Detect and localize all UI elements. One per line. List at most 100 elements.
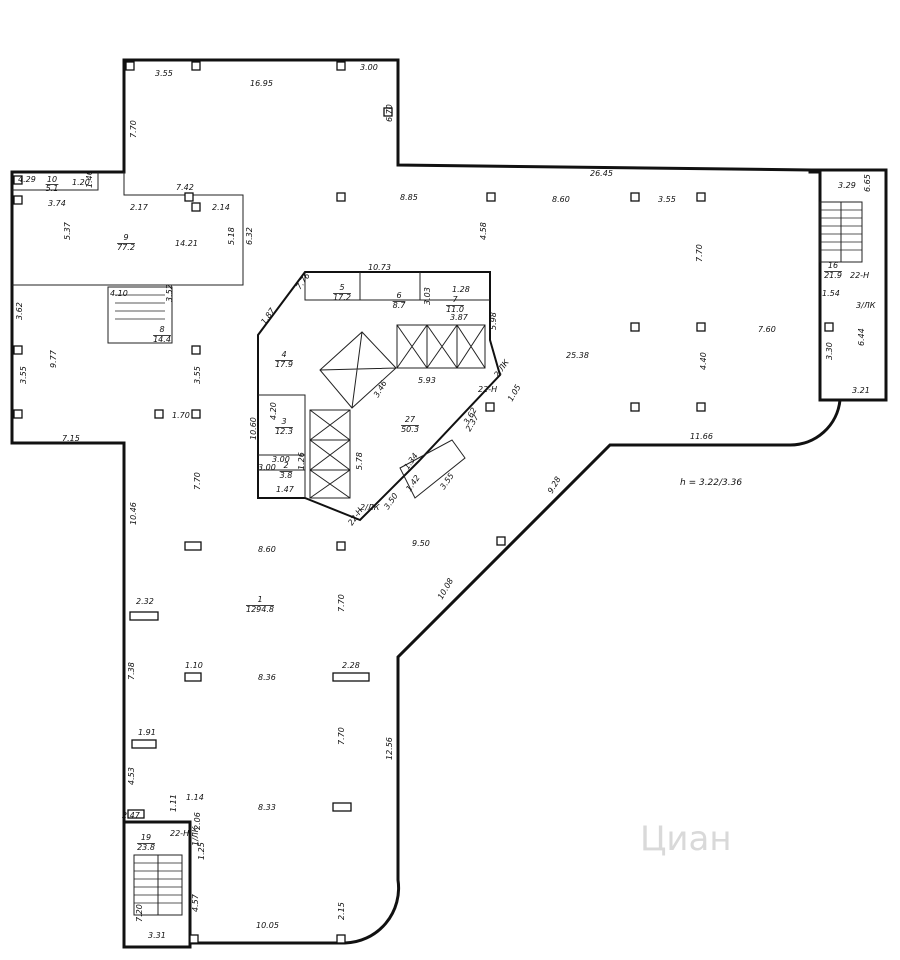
dimension-label: 10.73 <box>368 263 391 272</box>
column-grid <box>13 61 834 944</box>
dimension-label: 7.15 <box>62 434 80 443</box>
dimension-label: 3.03 <box>423 287 432 305</box>
dimension-label: 7.60 <box>758 325 776 334</box>
dimension-label: 9.50 <box>412 539 430 548</box>
room-1-area: 1294.8 <box>246 605 274 614</box>
room-27-number: 27 <box>405 415 416 424</box>
dimension-label: 7.70 <box>129 120 138 138</box>
dimension-label: 3.55 <box>19 366 28 384</box>
room-5-area: 17.2 <box>333 293 351 302</box>
dimension-label: 1.34 <box>402 451 420 471</box>
dimension-label: 1.46 <box>85 170 94 188</box>
dimension-label: 8.60 <box>552 195 570 204</box>
dimension-label: 1.28 <box>452 285 470 294</box>
lift-shafts <box>309 324 486 499</box>
dimension-label: 3.74 <box>48 199 66 208</box>
dimension-label: 1.70 <box>172 411 190 420</box>
dimension-label: 3.55 <box>658 195 676 204</box>
room-2-area: 3.8 <box>280 471 293 480</box>
dimension-label: 3.00 <box>258 463 276 472</box>
room-4-number: 4 <box>281 350 286 359</box>
dimension-label: 5.98 <box>489 312 498 330</box>
dimension-label: 4.53 <box>127 767 136 785</box>
room-3-area: 12.3 <box>275 427 293 436</box>
dimension-label: 7.70 <box>193 472 202 490</box>
dimension-label: 2.28 <box>342 661 360 670</box>
bottom-stair-wall <box>122 822 192 949</box>
dimension-label: 4.20 <box>269 402 278 420</box>
dimension-label: 7.76 <box>294 271 312 291</box>
dimension-label: 1.26 <box>297 452 306 470</box>
room-19-number: 19 <box>141 833 151 842</box>
room-4-area: 17.9 <box>275 360 293 369</box>
dimension-label: 7.42 <box>176 183 194 192</box>
dimension-label: 8.36 <box>258 673 276 682</box>
dimension-label: 7.38 <box>127 662 136 680</box>
dimension-label: 4.29 <box>18 175 36 184</box>
dimension-label: 2.32 <box>136 597 154 606</box>
dimension-label: 14.21 <box>175 239 198 248</box>
dimension-label: 4.58 <box>479 222 488 240</box>
dimension-label: 7.70 <box>695 244 704 262</box>
dimension-label: 16.95 <box>250 79 273 88</box>
room-1-number: 1 <box>257 595 262 604</box>
dimension-label: 9.77 <box>49 349 58 368</box>
room-5-number: 5 <box>339 283 344 292</box>
dimension-label: 4.10 <box>110 289 128 298</box>
room-7-number: 7 <box>452 295 458 304</box>
right-stair-icon <box>819 201 863 263</box>
dimension-label: 3.62 <box>15 302 24 320</box>
room-8-area: 14.4 <box>153 335 171 344</box>
dimension-label: 3.55 <box>155 69 173 78</box>
dimension-label: 7.70 <box>337 727 346 745</box>
dimension-label: 26.45 <box>590 169 613 178</box>
dimension-label: 3.55 <box>193 366 202 384</box>
core-block <box>257 271 502 522</box>
dimension-label: 1.42 <box>404 473 422 493</box>
room-19-area: 23.8 <box>137 843 155 852</box>
room-27-area: 50.3 <box>401 425 419 434</box>
dimension-label: 2.15 <box>337 902 346 920</box>
dimension-label: 1.14 <box>186 793 204 802</box>
dimension-label: 3.00 <box>360 63 378 72</box>
room-labels: 1 1294.8 2 3.8 3 12.3 4 17.9 5 17.2 6 8.… <box>46 175 842 852</box>
dimension-label: 3.00 <box>272 455 290 464</box>
dimension-label: 5.78 <box>355 452 364 470</box>
dimension-label: 1.05 <box>506 383 523 403</box>
dimension-label: 2.14 <box>212 203 230 212</box>
dimension-label: 7.70 <box>337 594 346 612</box>
watermark-text: Циан <box>640 819 732 859</box>
door-tag-label: 22-Н <box>478 385 497 394</box>
dimension-label: 7.20 <box>135 904 144 922</box>
dimension-label: 1.20 <box>72 178 90 187</box>
dimension-label: 12.56 <box>385 737 394 760</box>
dimension-label: 5.18 <box>227 227 236 245</box>
room-6-area: 8.7 <box>393 301 407 310</box>
room-9-area: 77.2 <box>117 243 135 252</box>
dimension-label: 1.87 <box>259 306 277 326</box>
dimension-label: 8.33 <box>258 803 276 812</box>
room-7-area: 11.0 <box>446 305 464 314</box>
dimension-label: 4.40 <box>699 352 708 370</box>
door-tag-label: 3/ЛК <box>856 301 876 310</box>
dimension-label: 3.21 <box>852 386 870 395</box>
dimension-label: 1.25 <box>197 842 206 860</box>
room-10-number: 10 <box>47 175 57 184</box>
dimension-label: 10.08 <box>436 577 455 601</box>
dimension-label: 3.87 <box>450 313 469 322</box>
dimension-label: 8.60 <box>258 545 276 554</box>
dimension-label: 3.31 <box>148 931 166 940</box>
dimension-label: 5.37 <box>63 221 72 240</box>
dimension-label: 3.29 <box>838 181 856 190</box>
dimension-label: 1.11 <box>169 794 178 812</box>
dimension-label: 2.47 <box>122 811 141 820</box>
room-8-stair <box>107 286 173 344</box>
door-tag-label: 1/ЛК <box>191 826 200 846</box>
dimension-label: 1.10 <box>185 661 203 670</box>
dimension-label: 1.54 <box>822 289 840 298</box>
dimension-label: 8.85 <box>400 193 418 202</box>
dimension-label: 1.91 <box>138 728 156 737</box>
room-16-area: 21.9 <box>824 271 842 280</box>
dimension-label: 10.46 <box>129 502 138 525</box>
